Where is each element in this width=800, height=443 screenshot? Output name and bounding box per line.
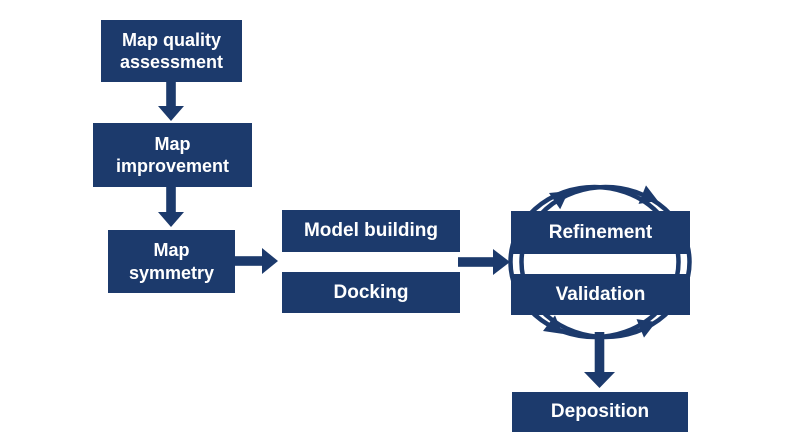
node-map-quality-assessment: Map quality assessment xyxy=(101,20,242,82)
arrow-down-cycle-to-deposition-icon xyxy=(584,332,615,388)
cycle-arrowhead-top-left-icon xyxy=(549,191,569,210)
node-docking: Docking xyxy=(282,272,460,313)
cycle-arrows-icon xyxy=(508,184,692,340)
arrow-right-modelbuilding-to-refinement-icon xyxy=(458,249,510,275)
node-validation: Validation xyxy=(511,274,690,315)
node-model-building: Model building xyxy=(282,210,460,252)
arrow-down-quality-to-improvement-icon xyxy=(158,82,184,121)
node-map-symmetry: Map symmetry xyxy=(108,230,235,293)
node-refinement: Refinement xyxy=(511,211,690,254)
node-deposition: Deposition xyxy=(512,392,688,432)
cycle-arrowhead-bottom-right-icon xyxy=(636,319,656,338)
cycle-arrowhead-top-right-icon xyxy=(638,185,658,204)
arrow-down-improvement-to-symmetry-icon xyxy=(158,187,184,227)
cycle-arrowhead-bottom-left-icon xyxy=(543,315,563,334)
node-map-improvement: Map improvement xyxy=(93,123,252,187)
cycle-ellipse-right xyxy=(519,184,692,340)
arrow-right-symmetry-to-modelbuilding-icon xyxy=(235,248,278,274)
